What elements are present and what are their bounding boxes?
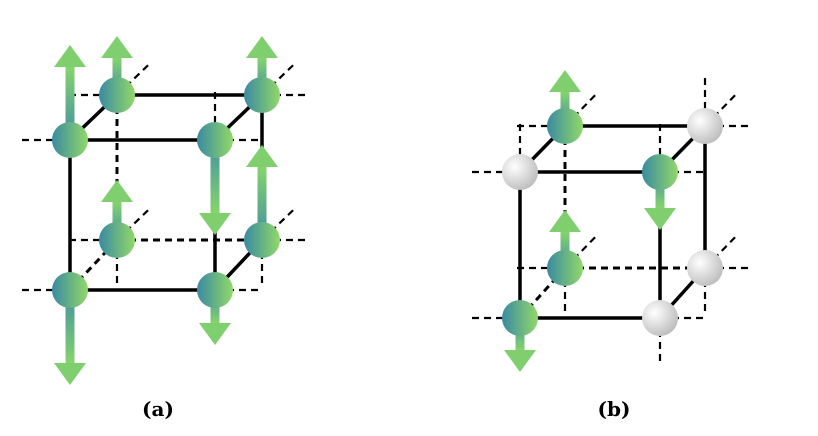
panel-a-atom-sphere [197,122,233,158]
panel-b-spin-arrow-head [504,350,536,372]
panel-b [472,70,753,372]
panel-b-spin-arrow-head [644,208,676,230]
panel-a-bond-stub-d [116,206,152,241]
panel-a-spin-arrow-head [246,36,278,58]
panel-b-vacancy-sphere [502,154,538,190]
panel-b-spin-arrow-head [549,210,581,232]
panel-b-atom-sphere [547,250,583,286]
panel-a-bond-stub-d [261,61,297,96]
panel-a-spin-arrow-head [199,213,231,235]
panel-b-label: (b) [598,397,631,421]
panel-a-spin-arrow-head [54,363,86,385]
panel-a-spin-arrow-shaft [65,67,75,140]
panel-b-vacancy-sphere [642,300,678,336]
panel-a-spin-arrow-shaft [210,140,220,213]
panel-b-bond-stub-d [704,92,739,127]
panel-b-vacancy-sphere [687,108,723,144]
panel-a-atom-sphere [52,272,88,308]
panel-a-atom-sphere [244,222,280,258]
panel-a-bond-stub-d [116,61,152,96]
panel-a-atom-sphere [99,222,135,258]
panel-b-bond-stub-d [564,92,599,127]
panel-a-atom-sphere [99,77,135,113]
panel-a-atom-sphere [244,77,280,113]
panel-a-atom-sphere [197,272,233,308]
panel-a-label: (a) [142,397,174,421]
panel-a-spin-arrow-shaft [257,167,267,240]
panel-a-spin-arrow-head [101,36,133,58]
panel-a-spin-arrow-head [199,323,231,345]
panel-b-spin-arrow-head [549,70,581,92]
panel-a-bond-stub-d [261,206,297,241]
panel-a-spin-arrow-shaft [112,202,122,240]
panel-b-bond-stub-d [704,234,739,269]
panel-a [22,36,310,385]
panel-a-spin-arrow-head [246,145,278,167]
panel-b-atom-sphere [502,300,538,336]
panel-a-spin-arrow-shaft [257,58,267,95]
panel-b-atom-sphere [642,154,678,190]
panel-b-vacancy-sphere [687,250,723,286]
panel-b-atom-sphere [547,108,583,144]
panel-b-bond-stub-d [564,234,599,269]
panel-a-spin-arrow-head [54,45,86,67]
panel-a-spin-arrow-head [101,180,133,202]
panel-a-spin-arrow-shaft [65,290,75,363]
panel-a-atom-sphere [52,122,88,158]
panel-a-spin-arrow-shaft [112,58,122,95]
